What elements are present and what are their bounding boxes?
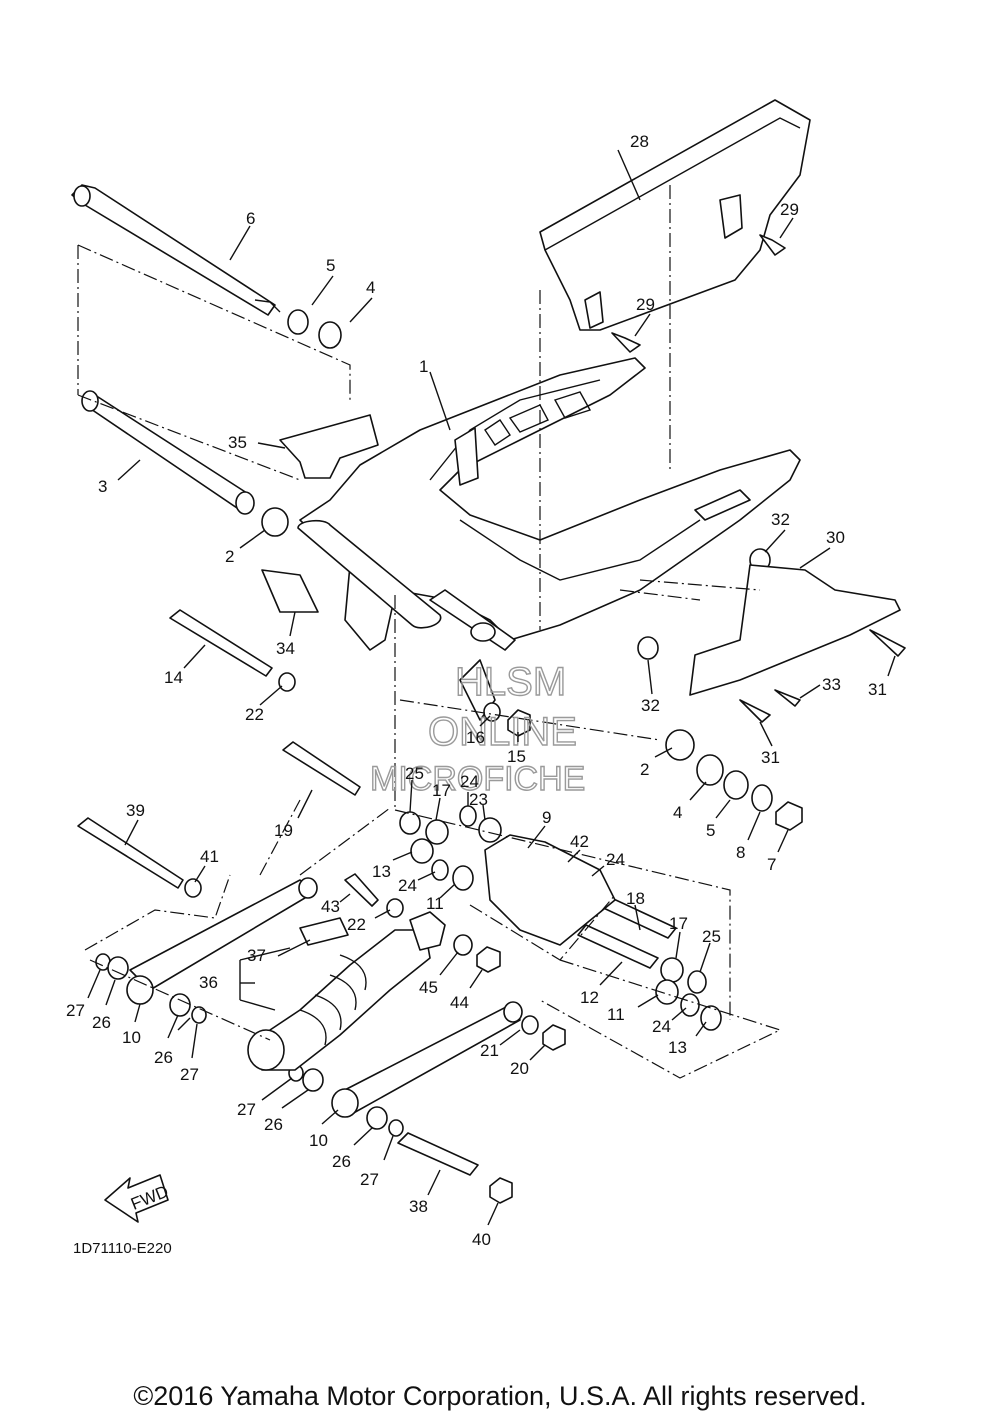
callout-5: 5	[326, 256, 335, 275]
callout-45: 45	[419, 978, 438, 997]
svg-text:ONLINE: ONLINE	[428, 710, 577, 754]
callout-17b: 17	[669, 914, 688, 933]
svg-text:MICROFICHE: MICROFICHE	[370, 760, 585, 798]
callout-38: 38	[409, 1197, 428, 1216]
callout-8: 8	[736, 843, 745, 862]
callout-3: 3	[98, 477, 107, 496]
callout-41: 41	[200, 847, 219, 866]
pivot-collar	[81, 390, 255, 515]
chain-guard	[539, 99, 811, 331]
callouts: 1 2 2 3 4 4 5 5 6 7 8 9 10 10 11 11 12 1…	[66, 132, 896, 1249]
callout-23: 23	[469, 790, 488, 809]
callout-39: 39	[126, 801, 145, 820]
callout-25: 25	[405, 764, 424, 783]
pivot-bolt	[71, 184, 281, 316]
callout-1: 1	[419, 357, 428, 376]
callout-13: 13	[372, 862, 391, 881]
callout-31b: 31	[761, 748, 780, 767]
callout-30: 30	[826, 528, 845, 547]
callout-5b: 5	[706, 821, 715, 840]
linkage	[126, 564, 901, 1118]
callout-29b: 29	[636, 295, 655, 314]
callout-15: 15	[507, 747, 526, 766]
callout-43: 43	[321, 897, 340, 916]
callout-13b: 13	[668, 1038, 687, 1057]
callout-11: 11	[426, 894, 444, 913]
fwd-arrow-icon: FWD	[104, 1174, 171, 1223]
callout-12: 12	[580, 988, 599, 1007]
small-parts	[95, 309, 803, 1204]
callout-37: 37	[247, 946, 266, 965]
callout-27c: 27	[237, 1100, 256, 1119]
diagram-part-code: 1D71110-E220	[73, 1240, 172, 1257]
callout-6: 6	[246, 209, 255, 228]
callout-19: 19	[274, 821, 293, 840]
callout-33: 33	[822, 675, 841, 694]
callout-4: 4	[366, 278, 375, 297]
callout-4b: 4	[673, 803, 682, 822]
callout-17: 17	[432, 781, 451, 800]
callout-18: 18	[626, 889, 645, 908]
callout-24: 24	[460, 772, 479, 791]
callout-26: 26	[92, 1013, 111, 1032]
callout-9: 9	[542, 808, 551, 827]
callout-27d: 27	[360, 1170, 379, 1189]
callout-27b: 27	[180, 1065, 199, 1084]
callout-40: 40	[472, 1230, 491, 1249]
callout-29: 29	[780, 200, 799, 219]
callout-14: 14	[164, 668, 183, 687]
callout-10b: 10	[309, 1131, 328, 1150]
callout-32: 32	[771, 510, 790, 529]
callout-36: 36	[199, 973, 218, 992]
callout-22b: 22	[347, 915, 366, 934]
watermark: HLSM ONLINE MICROFICHE	[369, 659, 586, 798]
callout-2: 2	[225, 547, 234, 566]
callout-20: 20	[510, 1059, 529, 1078]
callout-21: 21	[480, 1041, 499, 1060]
callout-10: 10	[122, 1028, 141, 1047]
callout-11b: 11	[607, 1005, 625, 1024]
callout-31: 31	[868, 680, 887, 699]
callout-24d: 24	[652, 1017, 671, 1036]
callout-24b: 24	[398, 876, 417, 895]
svg-text:HLSM: HLSM	[455, 660, 566, 704]
callout-34: 34	[276, 639, 295, 658]
bolts	[77, 234, 906, 907]
callout-16: 16	[466, 728, 485, 747]
swingarm	[297, 357, 801, 721]
callout-26b: 26	[154, 1048, 173, 1067]
callout-7: 7	[767, 855, 776, 874]
callout-26c: 26	[264, 1115, 283, 1134]
callout-24c: 24	[606, 850, 625, 869]
callout-26d: 26	[332, 1152, 351, 1171]
callout-2b: 2	[640, 760, 649, 779]
callout-32b: 32	[641, 696, 660, 715]
callout-44: 44	[450, 993, 469, 1012]
callout-42: 42	[570, 832, 589, 851]
alignment-lines	[77, 185, 782, 1079]
callout-27: 27	[66, 1001, 85, 1020]
callout-28: 28	[630, 132, 649, 151]
callout-25b: 25	[702, 927, 721, 946]
copyright-notice: ©2016 Yamaha Motor Corporation, U.S.A. A…	[133, 1381, 867, 1411]
callout-22: 22	[245, 705, 264, 724]
callout-35: 35	[228, 433, 247, 452]
